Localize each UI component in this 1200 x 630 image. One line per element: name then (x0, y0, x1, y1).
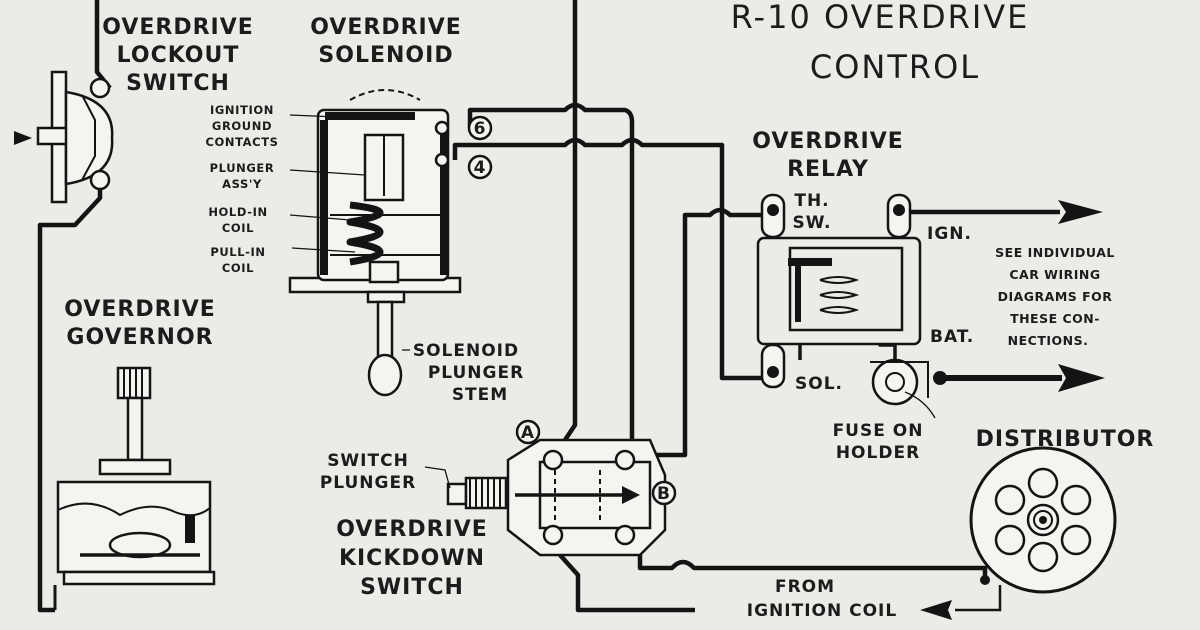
ignition-ground-contacts-label-3: CONTACTS (205, 135, 278, 149)
switch-plunger-label: SWITCH (327, 451, 409, 471)
pull-in-coil-label-2: COIL (222, 261, 254, 275)
terminal-a-label: A (521, 423, 535, 443)
bat-label: BAT. (930, 327, 974, 347)
note-line-3: DIAGRAMS FOR (998, 289, 1113, 304)
wire-kickdown-thsw (655, 200, 775, 458)
plunger-stem-label: SOLENOID (413, 341, 519, 361)
arrow-bat (1058, 364, 1105, 392)
kickdown-label-3: SWITCH (360, 575, 464, 600)
th-sw-label-2: SW. (792, 213, 831, 233)
terminal-4-label: 4 (474, 158, 487, 178)
solenoid (288, 89, 493, 397)
note-line-4: THESE CON- (1010, 311, 1100, 326)
wire-term6 (467, 102, 635, 440)
relay-label: OVERDRIVE (752, 129, 904, 154)
terminal-6-label: 6 (474, 119, 487, 139)
sol-label: SOL. (795, 374, 843, 394)
terminal-b-circle (651, 480, 677, 506)
kickdown-label: OVERDRIVE (336, 517, 488, 542)
terminal-6-circle (467, 115, 493, 141)
relay-label-2: RELAY (787, 157, 869, 182)
lockout-switch-label-2: LOCKOUT (117, 43, 240, 68)
plunger-stem-label-3: STEM (452, 385, 508, 405)
diagram-title-line1: R-10 OVERDRIVE (731, 0, 1030, 36)
diagram-title-line2: CONTROL (810, 48, 980, 86)
terminal-b-label: B (657, 484, 671, 504)
wire-term4 (452, 137, 775, 381)
ignition-ground-contacts-label: IGNITION (210, 103, 274, 117)
fuse-holder (871, 358, 919, 406)
lockout-switch-label: OVERDRIVE (102, 15, 254, 40)
th-sw-label: TH. (794, 191, 829, 211)
lockout-switch (14, 70, 114, 204)
wire-lockout-top (94, 0, 112, 90)
terminal-a-circle (515, 419, 541, 445)
solenoid-label: OVERDRIVE (310, 15, 462, 40)
governor-label-2: GOVERNOR (66, 325, 213, 350)
arrow-ignition-coil (920, 600, 952, 620)
kickdown-label-2: KICKDOWN (339, 546, 485, 571)
governor (53, 366, 216, 610)
wire-lockout-to-governor (37, 185, 103, 613)
solenoid-label-2: SOLENOID (318, 43, 453, 68)
hold-in-coil-label-2: COIL (222, 221, 254, 235)
lockout-switch-label-3: SWITCH (126, 71, 230, 96)
plunger-stem-label-2: PLUNGER (428, 363, 524, 383)
wire-main-vertical (563, 0, 578, 442)
wires (37, 0, 1105, 620)
fuse-label: FUSE ON (833, 421, 924, 441)
governor-label: OVERDRIVE (64, 297, 216, 322)
hold-in-coil-label: HOLD-IN (208, 205, 267, 219)
note-line-2: CAR WIRING (1009, 267, 1100, 282)
plunger-assy-label-2: ASS'Y (222, 177, 262, 191)
note-line-1: SEE INDIVIDUAL (995, 245, 1115, 260)
wire-kickdown-distributor (637, 555, 988, 580)
switch-plunger-label-2: PLUNGER (320, 473, 416, 493)
wire-relay-ign (897, 200, 1060, 215)
from-coil-label: FROM (775, 577, 835, 597)
note-line-5: NECTIONS. (1008, 333, 1089, 348)
arrow-ign (1058, 200, 1103, 224)
fuse-label-2: HOLDER (836, 443, 920, 463)
terminal-4-circle (467, 154, 493, 180)
distributor (969, 446, 1117, 594)
pull-in-coil-label: PULL-IN (210, 245, 265, 259)
plunger-assy-label: PLUNGER (210, 161, 275, 175)
kickdown-switch (424, 419, 677, 557)
relay (756, 193, 947, 419)
distributor-label: DISTRIBUTOR (976, 427, 1155, 452)
lockout-arrow-icon (14, 131, 32, 145)
ignition-ground-contacts-label-2: GROUND (212, 119, 272, 133)
wire-ignition-coil (955, 585, 1002, 612)
labels: R-10 OVERDRIVE CONTROL OVERDRIVE LOCKOUT… (64, 0, 1155, 621)
ign-label: IGN. (927, 224, 972, 244)
wire-main-vertical-lower (558, 553, 695, 613)
from-coil-label-2: IGNITION COIL (747, 601, 897, 621)
